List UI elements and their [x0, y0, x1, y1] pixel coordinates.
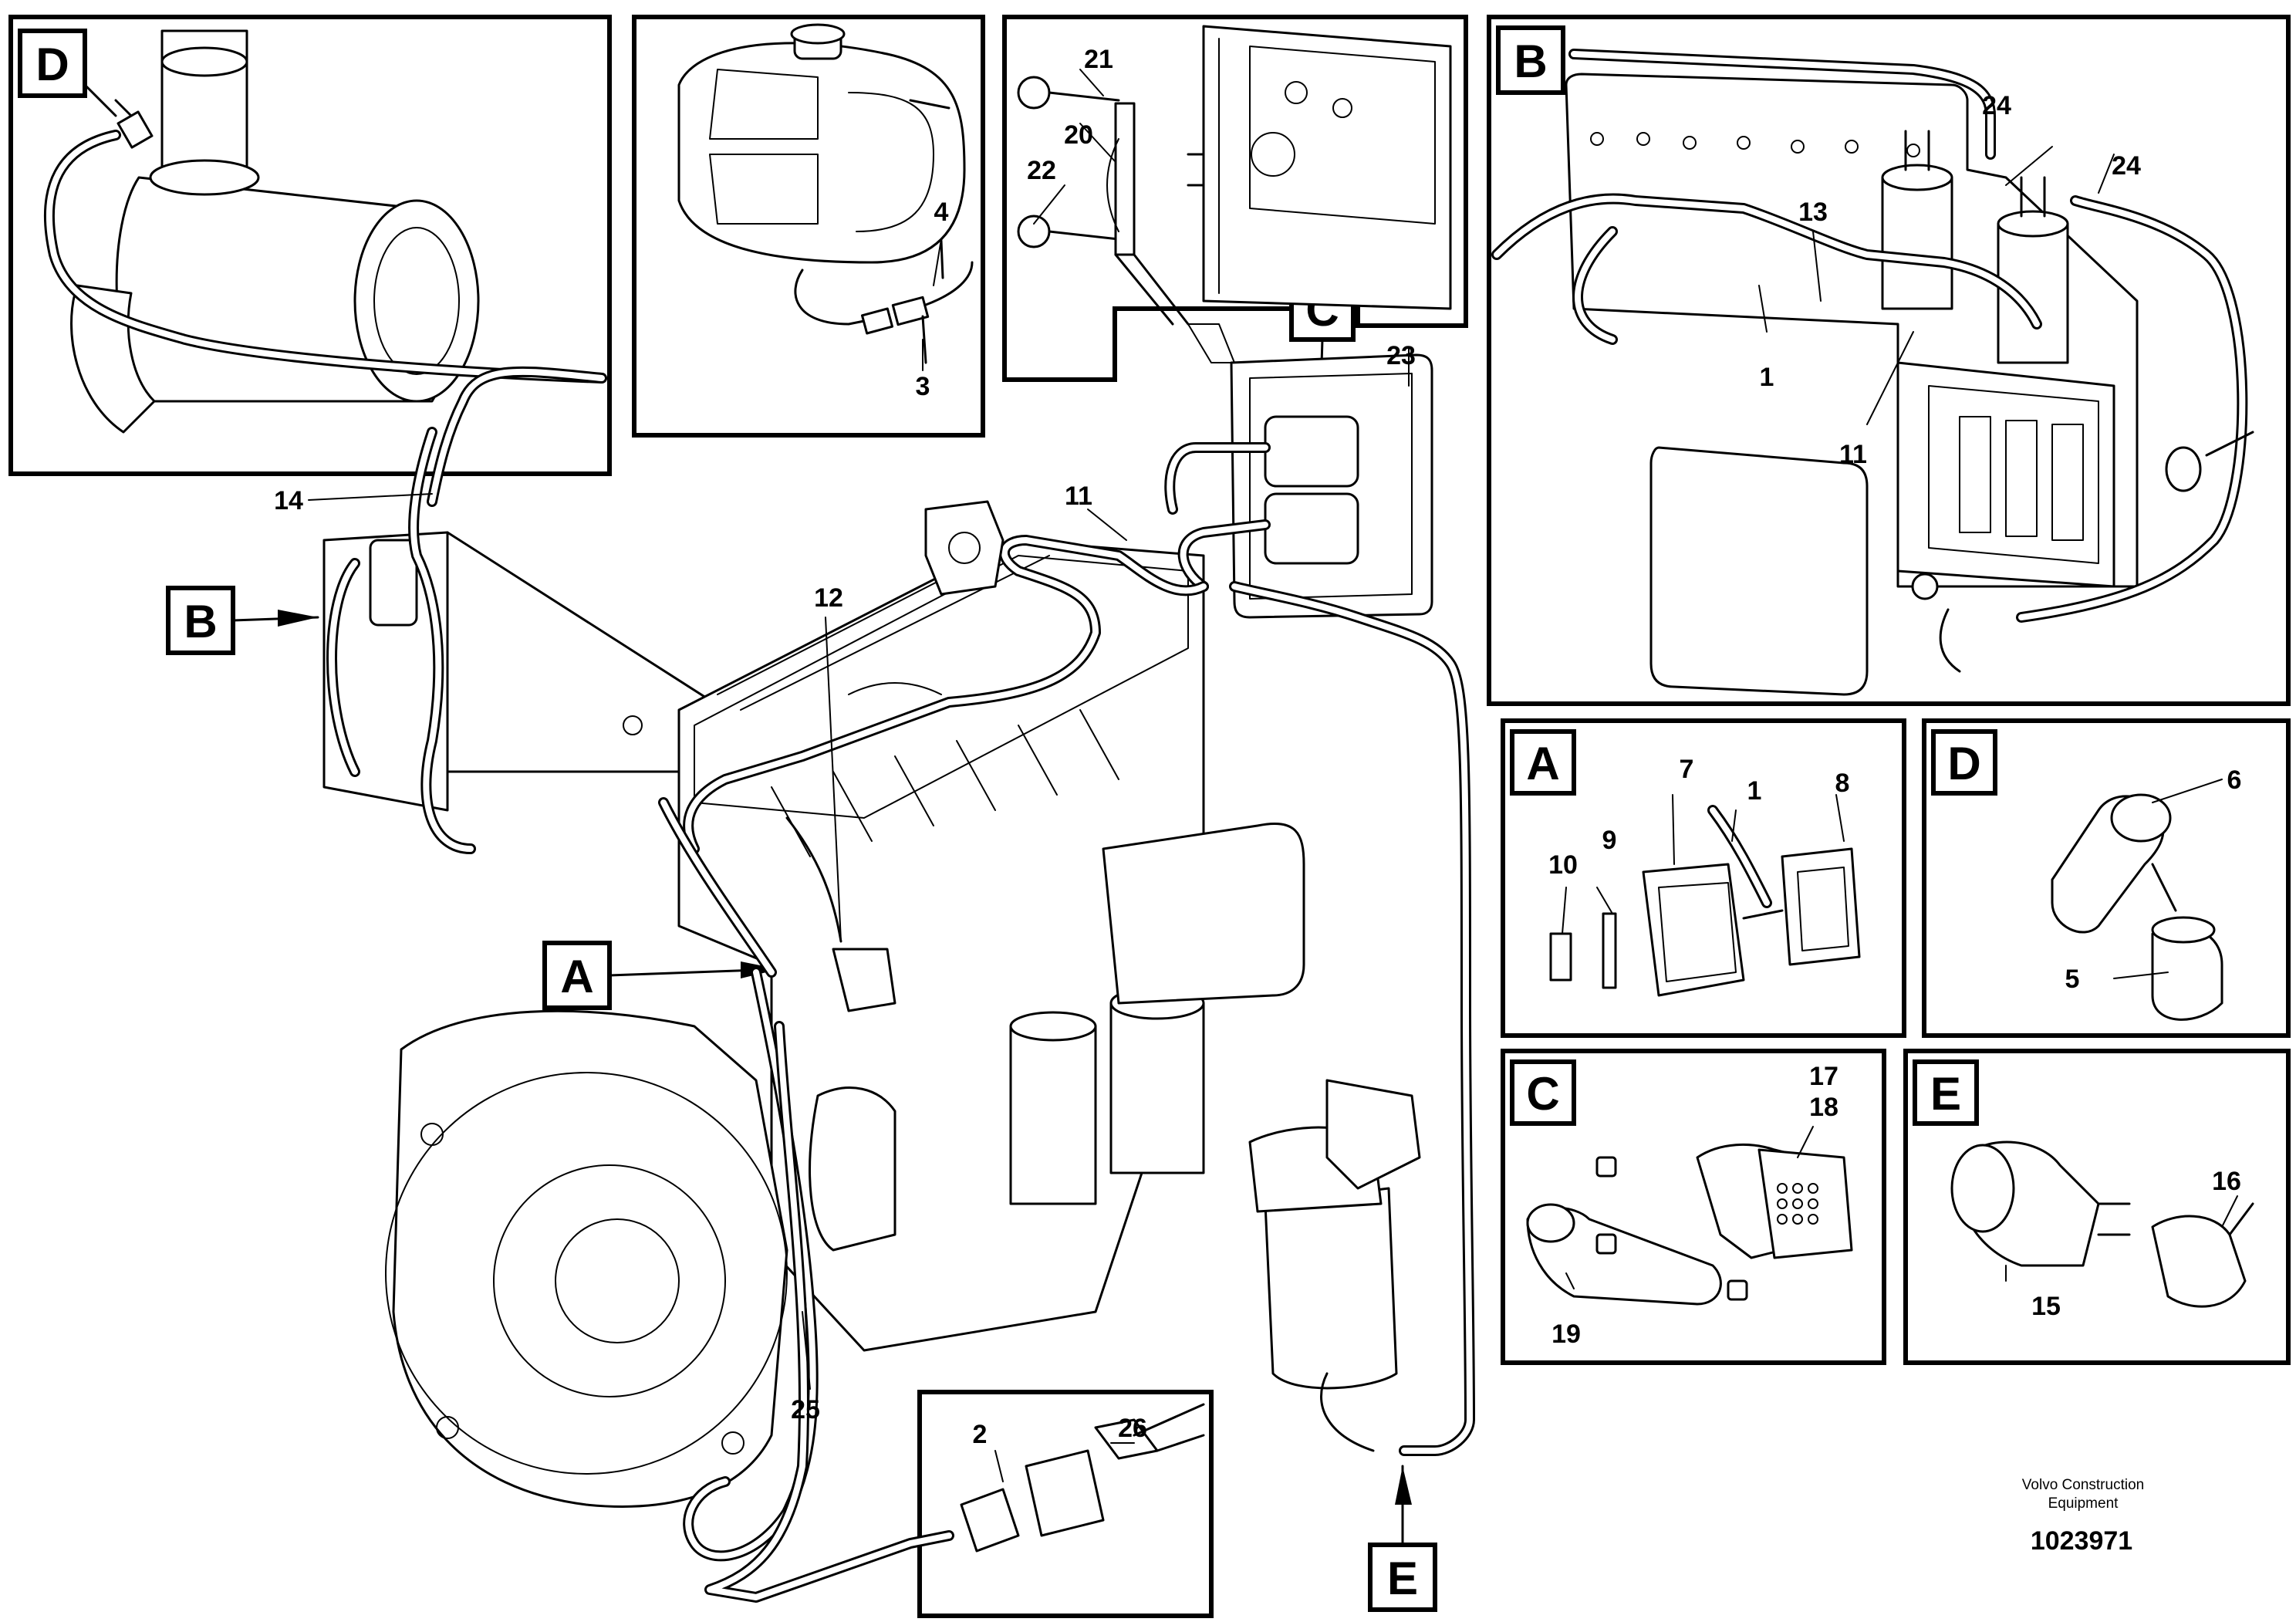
detail-e-connector: [1950, 1140, 2254, 1308]
part-label-18: 18: [1809, 1093, 1838, 1122]
part-number-labels: 4 3 21 20 22 23 14 11 12 25 2 26 24 24 1…: [274, 45, 2241, 1449]
part-label-8: 8: [1835, 769, 1850, 798]
part-label-9: 9: [1602, 826, 1617, 855]
part-label-11-b: 11: [1839, 440, 1867, 469]
leader-lines: [308, 69, 2238, 1482]
detail-ground-strap: [1017, 25, 1452, 363]
company-line-2: Equipment: [2048, 1495, 2119, 1512]
part-label-26: 26: [1118, 1414, 1147, 1443]
detail-d-air-filter: [43, 29, 607, 434]
company-line-1: Volvo Construction: [2022, 1477, 2144, 1493]
callout-a-detail: A: [1526, 738, 1559, 789]
part-label-10: 10: [1548, 850, 1578, 880]
callout-b-top: B: [1514, 35, 1547, 87]
part-label-3: 3: [916, 372, 930, 401]
part-label-24-left: 24: [1982, 91, 2011, 120]
detail-a-connector: [1549, 805, 1861, 997]
detail-c-connector: [1526, 1144, 1853, 1306]
detail-frames: [8, 15, 2291, 1618]
part-label-24-right: 24: [2112, 151, 2141, 181]
detail-b-relay-panel: [1491, 49, 2254, 696]
callout-e-main: E: [1387, 1553, 1418, 1604]
footer: Volvo Construction Equipment 1023971: [2022, 1477, 2144, 1556]
part-label-12: 12: [814, 583, 843, 613]
detail-bulkhead-connector: [960, 1403, 1205, 1553]
callout-boxes: D B C B A E A D C E: [18, 25, 1997, 1612]
detail-expansion-tank: [677, 23, 974, 364]
part-label-23: 23: [1386, 341, 1416, 370]
part-label-20: 20: [1064, 120, 1093, 150]
callout-b-main: B: [184, 596, 217, 647]
part-label-11-main: 11: [1065, 482, 1092, 511]
part-label-1-a: 1: [1747, 776, 1762, 806]
part-label-16: 16: [2212, 1167, 2241, 1196]
document-number: 1023971: [2031, 1526, 2132, 1556]
part-label-4: 4: [934, 198, 949, 227]
callout-d-detail: D: [1947, 738, 1980, 789]
part-label-7: 7: [1680, 755, 1694, 784]
part-label-13: 13: [1798, 198, 1828, 227]
part-label-22: 22: [1027, 156, 1056, 185]
part-label-2: 2: [973, 1420, 988, 1449]
callout-d-top: D: [35, 39, 69, 90]
part-label-25: 25: [791, 1395, 820, 1424]
part-label-19: 19: [1551, 1320, 1581, 1349]
part-label-21: 21: [1084, 45, 1113, 74]
callout-c-detail: C: [1526, 1068, 1559, 1120]
part-label-14: 14: [274, 486, 303, 515]
part-label-17: 17: [1809, 1062, 1838, 1091]
part-label-1-b: 1: [1760, 363, 1774, 392]
part-label-15: 15: [2031, 1292, 2061, 1321]
main-engine: [322, 353, 1475, 1603]
detail-d-sensor: [2051, 793, 2223, 1021]
part-label-6: 6: [2227, 765, 2242, 795]
callout-a-main: A: [560, 951, 593, 1002]
callout-e-detail: E: [1930, 1068, 1961, 1120]
part-label-5: 5: [2065, 965, 2080, 994]
